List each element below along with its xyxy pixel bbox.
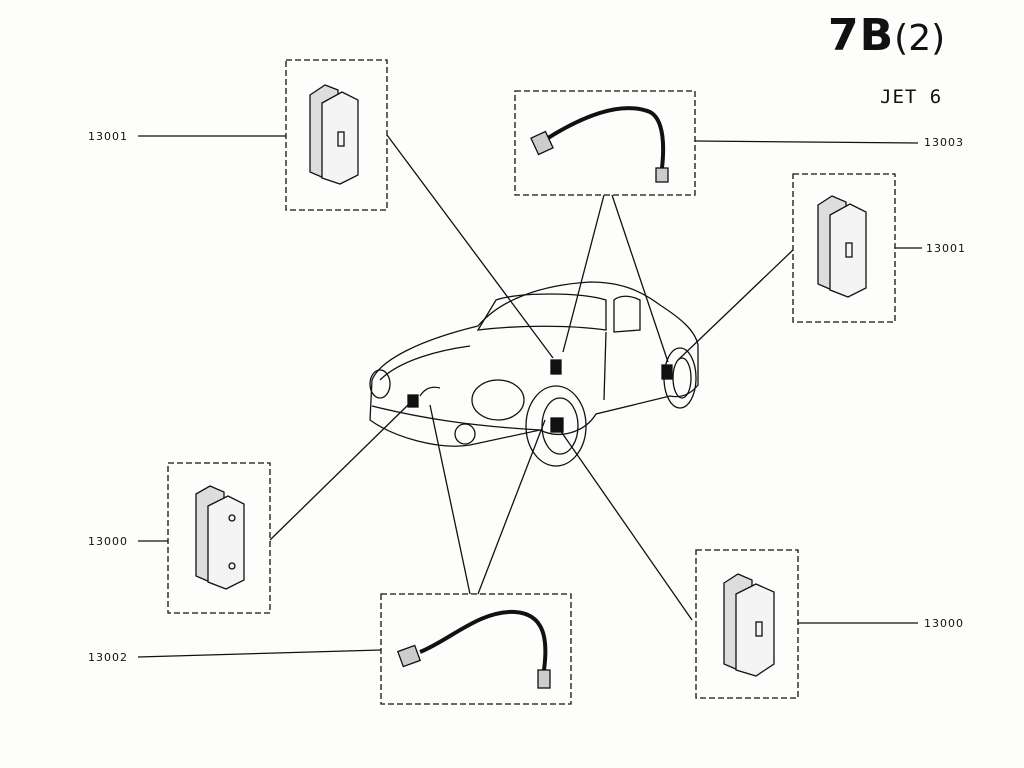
hose-drawing-bottom (396, 609, 551, 689)
box-hose-bottom (380, 593, 572, 705)
pads-drawing-left (195, 485, 245, 590)
part-ref-13000-left: 13000 (88, 535, 128, 548)
part-ref-13000-right: 13000 (924, 617, 964, 630)
page-code: 7B(2) (828, 10, 946, 61)
pads-drawing-right (817, 195, 867, 298)
model-name: JET 6 (880, 86, 943, 108)
car-outline (369, 281, 699, 447)
part-ref-13001-top: 13001 (88, 130, 128, 143)
pads-drawing-bottom-right (723, 573, 775, 677)
box-hose-top (514, 90, 696, 196)
part-ref-13002: 13002 (88, 651, 128, 664)
part-ref-13001-right: 13001 (926, 242, 966, 255)
part-ref-13003: 13003 (924, 136, 964, 149)
box-pads-left (167, 462, 271, 614)
box-pads-bottom-right (695, 549, 799, 699)
hose-drawing-top (530, 106, 669, 183)
pads-drawing-top-left (309, 84, 359, 185)
